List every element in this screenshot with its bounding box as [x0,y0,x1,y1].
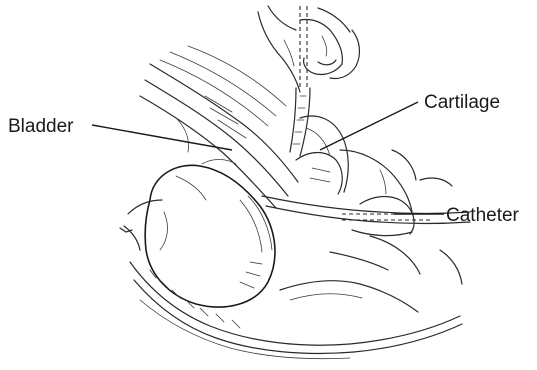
catheter-label: Catheter [446,205,520,226]
bladder-drawing [145,165,275,307]
urethra-catheter-path [262,196,470,236]
rectum-drawing [130,262,462,359]
hand-drawing [258,6,359,92]
cartilage-drawing [296,116,348,194]
bladder-leader-line [92,125,232,150]
bladder-label: Bladder [8,116,74,137]
cartilage-label: Cartilage [424,92,500,113]
abdominal-wall-drawing [140,46,298,208]
